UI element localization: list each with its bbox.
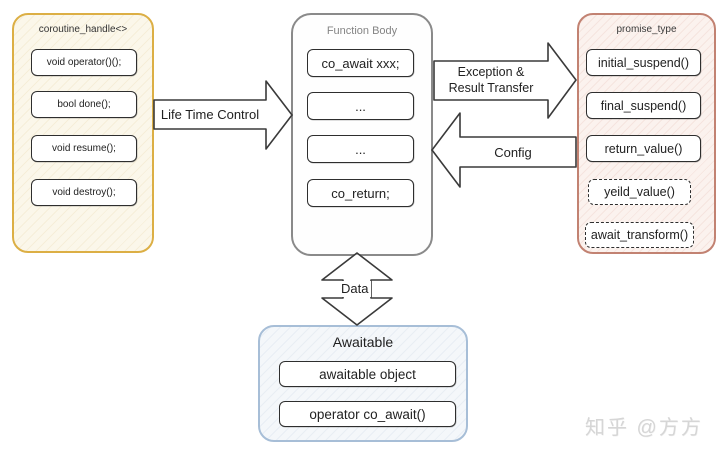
stmt-co-await: co_await xxx;: [307, 49, 414, 77]
stmt-ellipsis-2: ...: [307, 135, 414, 163]
stmt-co-return: co_return;: [307, 179, 414, 207]
method-initial-suspend: initial_suspend(): [586, 49, 701, 76]
operator-co-await-item: operator co_await(): [279, 401, 456, 427]
coroutine-handle-title: coroutine_handle<>: [38, 24, 128, 35]
exception-result-label-line2: Result Transfer: [448, 81, 534, 95]
stmt-ellipsis-1: ...: [307, 92, 414, 120]
method-return-value: return_value(): [586, 135, 701, 162]
function-body-title: Function Body: [326, 25, 398, 37]
function-body-box: Function Body co_await xxx; ... ... co_r…: [291, 13, 433, 256]
config-arrow: [431, 112, 577, 188]
promise-type-box: promise_type initial_suspend() final_sus…: [577, 13, 716, 254]
method-final-suspend: final_suspend(): [586, 92, 701, 119]
life-time-control-label: Life Time Control: [160, 107, 260, 122]
exception-result-label: Exception & Result Transfer: [434, 64, 548, 96]
method-void-resume: void resume();: [31, 135, 137, 162]
coroutine-handle-box: coroutine_handle<> void operator()(); bo…: [12, 13, 154, 253]
config-label: Config: [494, 145, 532, 160]
method-await-transform: await_transform(): [585, 222, 694, 248]
awaitable-title: Awaitable: [332, 334, 394, 350]
life-time-control-arrow: [153, 80, 293, 150]
awaitable-object-item: awaitable object: [279, 361, 456, 387]
awaitable-box: Awaitable awaitable object operator co_a…: [258, 325, 468, 442]
data-label: Data: [338, 281, 372, 297]
method-void-operator: void operator()();: [31, 49, 137, 76]
method-yeild-value: yeild_value(): [588, 179, 691, 205]
promise-type-title: promise_type: [616, 24, 677, 35]
exception-result-arrow: [433, 42, 577, 119]
zhihu-watermark: 知乎 @方方: [585, 417, 703, 439]
method-void-destroy: void destroy();: [31, 179, 137, 206]
method-bool-done: bool done();: [31, 91, 137, 118]
exception-result-label-line1: Exception &: [457, 65, 525, 79]
